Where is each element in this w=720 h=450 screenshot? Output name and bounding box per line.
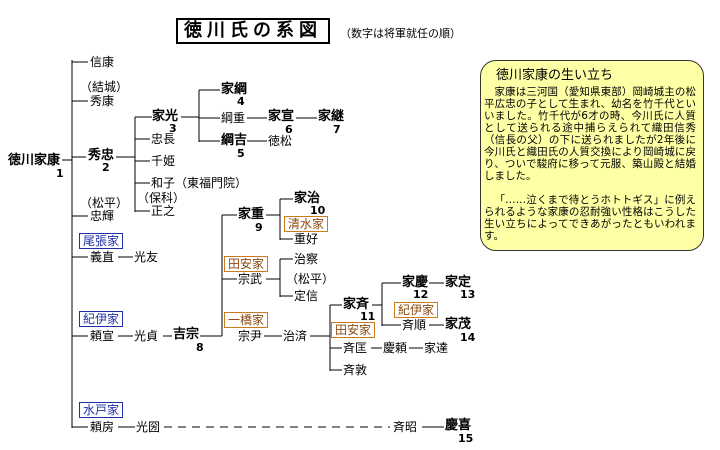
person-kazuko: 和子（東福門院）	[151, 176, 248, 190]
page-title: 徳川氏の系図	[176, 18, 330, 44]
family-tayasu-2: 田安家	[331, 322, 376, 338]
person-ietsugu: 家継	[318, 109, 345, 124]
shogun-number-tsunayoshi: 5	[237, 147, 245, 160]
person-yoshiyori: 慶頼	[383, 341, 408, 355]
person-narijun: 斉順	[402, 318, 427, 332]
person-munetake: 宗武	[238, 272, 263, 286]
note-matsudaira-2: （松平）	[286, 272, 335, 286]
person-naritoshi: 斉敦	[343, 363, 368, 377]
shogun-number-hidetada: 2	[102, 161, 110, 174]
shogun-number-ietsugu: 7	[333, 123, 341, 136]
person-ieshige: 家重	[238, 207, 265, 222]
person-harusato: 治察	[294, 252, 319, 266]
shogun-number-ieshige: 9	[255, 221, 263, 234]
person-hideyasu: 秀康	[90, 94, 115, 108]
page-subtitle: （数字は将軍就任の順）	[340, 27, 461, 40]
family-tayasu: 田安家	[224, 256, 269, 272]
person-yoshinobu: 慶喜	[445, 418, 472, 433]
note-yuki: （結城）	[80, 80, 129, 94]
person-iesada: 家定	[445, 275, 472, 290]
person-mitsusada: 光貞	[134, 329, 159, 343]
shogun-number-iesada: 13	[460, 288, 476, 301]
person-sadanobu: 定信	[294, 289, 319, 303]
person-harusada: 治済	[283, 329, 308, 343]
shogun-number-ienari: 11	[360, 310, 376, 323]
person-tadanaga: 忠長	[151, 132, 176, 146]
person-iemochi: 家茂	[445, 317, 472, 332]
person-yoshinao: 義直	[90, 250, 115, 264]
person-munetada: 宗尹	[238, 329, 263, 343]
person-ienobu: 家宣	[268, 109, 295, 124]
note-matsudaira: （松平）	[80, 196, 129, 210]
shogun-number-yoshinobu: 15	[458, 432, 474, 445]
person-yorifusa: 頼房	[90, 420, 115, 434]
person-ieyasu: 徳川家康	[8, 153, 61, 168]
biography-title: 徳川家康の生い立ち	[496, 68, 614, 83]
shogun-number-ieyoshi: 12	[413, 288, 429, 301]
family-owari: 尾張家	[79, 233, 124, 249]
family-kii: 紀伊家	[79, 311, 124, 327]
shogun-number-ienobu: 6	[285, 123, 293, 136]
person-ienari: 家斉	[343, 297, 370, 312]
person-nariaki: 斉昭	[393, 420, 418, 434]
biography-paragraph-2: 「……泣くまで待とうホトトギス」に例えられるような家康の忍耐強い性格はこうした生…	[484, 194, 696, 242]
biography-text: 家康は三河国（愛知県東部）岡崎城主の松平広忠の子として生まれ、幼名を竹千代といい…	[484, 86, 696, 242]
person-masayuki: 正之	[151, 204, 176, 218]
person-tsunashige: 綱重	[221, 111, 246, 125]
family-hitotsubashi: 一橋家	[224, 312, 269, 328]
person-yoshimune: 吉宗	[173, 327, 200, 342]
note-hoshina: （保科）	[137, 191, 186, 205]
shogun-number-iemochi: 14	[460, 331, 476, 344]
biography-box	[480, 60, 704, 251]
person-ieharu: 家治	[294, 191, 321, 206]
person-narimasa: 斉匡	[343, 341, 368, 355]
shogun-number-iemitsu: 3	[169, 122, 177, 135]
person-hidetada: 秀忠	[88, 148, 115, 163]
family-kii-2: 紀伊家	[394, 302, 439, 318]
biography-paragraph-1: 家康は三河国（愛知県東部）岡崎城主の松平広忠の子として生まれ、幼名を竹千代といい…	[484, 86, 696, 182]
person-ietsuna: 家綱	[221, 82, 248, 97]
family-shimizu: 清水家	[284, 216, 329, 232]
person-tokumatsu: 徳松	[268, 134, 293, 148]
person-mitsutomo: 光友	[134, 250, 159, 264]
shogun-number-yoshimune: 8	[196, 341, 204, 354]
person-tadateru: 忠輝	[90, 209, 115, 223]
person-ieyoshi: 家慶	[402, 275, 429, 290]
person-yorinobu: 頼宣	[90, 329, 115, 343]
shogun-number-ieharu: 10	[310, 204, 326, 217]
person-tsunayoshi: 綱吉	[221, 133, 248, 148]
person-iemitsu: 家光	[152, 109, 179, 124]
shogun-number-ietsuna: 4	[237, 95, 245, 108]
person-nobuyasu: 信康	[90, 55, 115, 69]
person-mitsukuni: 光圀	[136, 420, 161, 434]
shogun-number-ieyasu: 1	[56, 167, 64, 180]
person-shigeyoshi: 重好	[294, 232, 319, 246]
person-iesato: 家達	[424, 341, 449, 355]
person-senhime: 千姫	[151, 154, 176, 168]
family-mito: 水戸家	[79, 402, 124, 418]
